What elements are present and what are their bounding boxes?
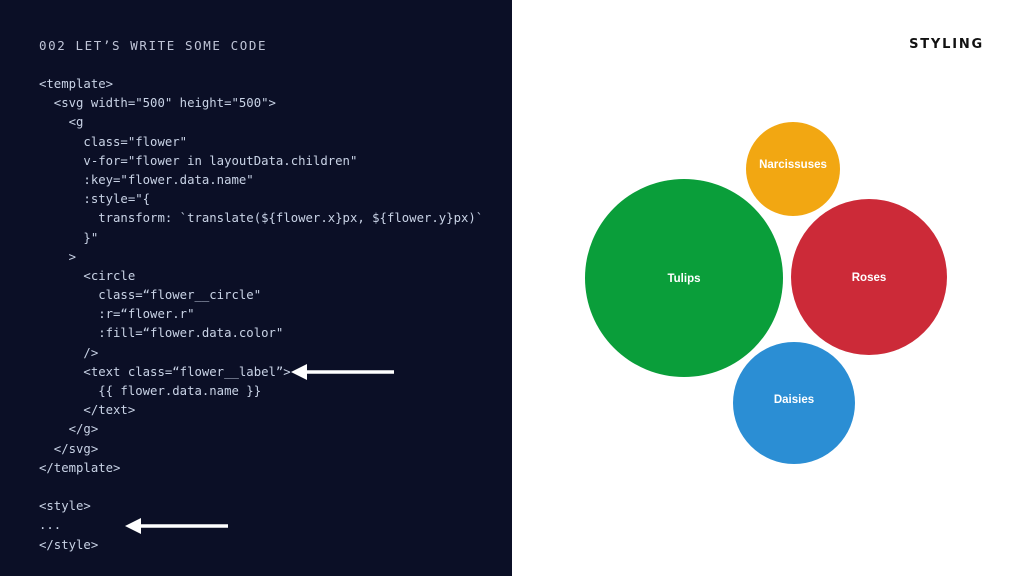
- code-line-20: </svg>: [39, 441, 99, 456]
- code-line-24: ...: [39, 518, 62, 533]
- code-line-22: [39, 478, 483, 497]
- code-line-2: <svg width="500" height="500">: [39, 96, 276, 111]
- code-line-13: :r=“flower.r": [39, 307, 195, 322]
- code-line-18: </text>: [39, 403, 136, 418]
- flower-label: Daisies: [774, 394, 814, 406]
- code-line-23: <style>: [39, 499, 91, 514]
- code-line-1: <template>: [39, 77, 114, 91]
- flower-label: Roses: [852, 272, 887, 284]
- code-line-25: </style>: [39, 537, 99, 552]
- code-line-12: class=“flower__circle": [39, 288, 262, 303]
- flower-circle: [733, 342, 855, 464]
- code-line-8: transform: `translate(${flower.x}px, ${f…: [39, 211, 484, 226]
- flower-label: Narcissuses: [759, 159, 827, 171]
- code-line-21: </template>: [39, 460, 121, 475]
- code-line-16: <text class=“flower__label”>: [39, 364, 291, 379]
- flower-daisies: Daisies: [733, 342, 855, 464]
- slide-title: STYLING: [909, 37, 984, 52]
- section-label: 002 LET’S WRITE SOME CODE: [39, 38, 268, 53]
- flower-bubble-chart: Tulips Roses Narcissuses Daisies: [585, 122, 947, 464]
- code-line-19: </g>: [39, 422, 99, 437]
- flower-narcissuses: Narcissuses: [746, 122, 840, 216]
- arrow-left-icon: [291, 364, 394, 380]
- code-line-4: class="flower": [39, 134, 188, 149]
- code-line-3: <g: [39, 115, 84, 130]
- code-line-6: :key="flower.data.name": [39, 172, 254, 187]
- flower-label: Tulips: [667, 273, 700, 285]
- code-line-14: :fill=“flower.data.color": [39, 326, 284, 341]
- flower-roses: Roses: [791, 199, 947, 355]
- flower-circle: [746, 122, 840, 216]
- code-line-5: v-for="flower in layoutData.children": [39, 153, 358, 168]
- code-line-10: >: [39, 249, 77, 264]
- code-block: <template> <svg width="500" height="500"…: [39, 75, 483, 555]
- code-line-11: <circle: [39, 268, 136, 283]
- code-line-15: />: [39, 345, 99, 360]
- code-line-9: }": [39, 230, 99, 245]
- code-panel: 002 LET’S WRITE SOME CODE <template> <sv…: [0, 0, 512, 576]
- flower-circle: [791, 199, 947, 355]
- code-line-7: :style="{: [39, 192, 151, 207]
- flower-tulips: Tulips: [585, 179, 783, 377]
- arrow-left-icon: [125, 518, 228, 534]
- code-line-17: {{ flower.data.name }}: [39, 384, 262, 398]
- flower-circle: [585, 179, 783, 377]
